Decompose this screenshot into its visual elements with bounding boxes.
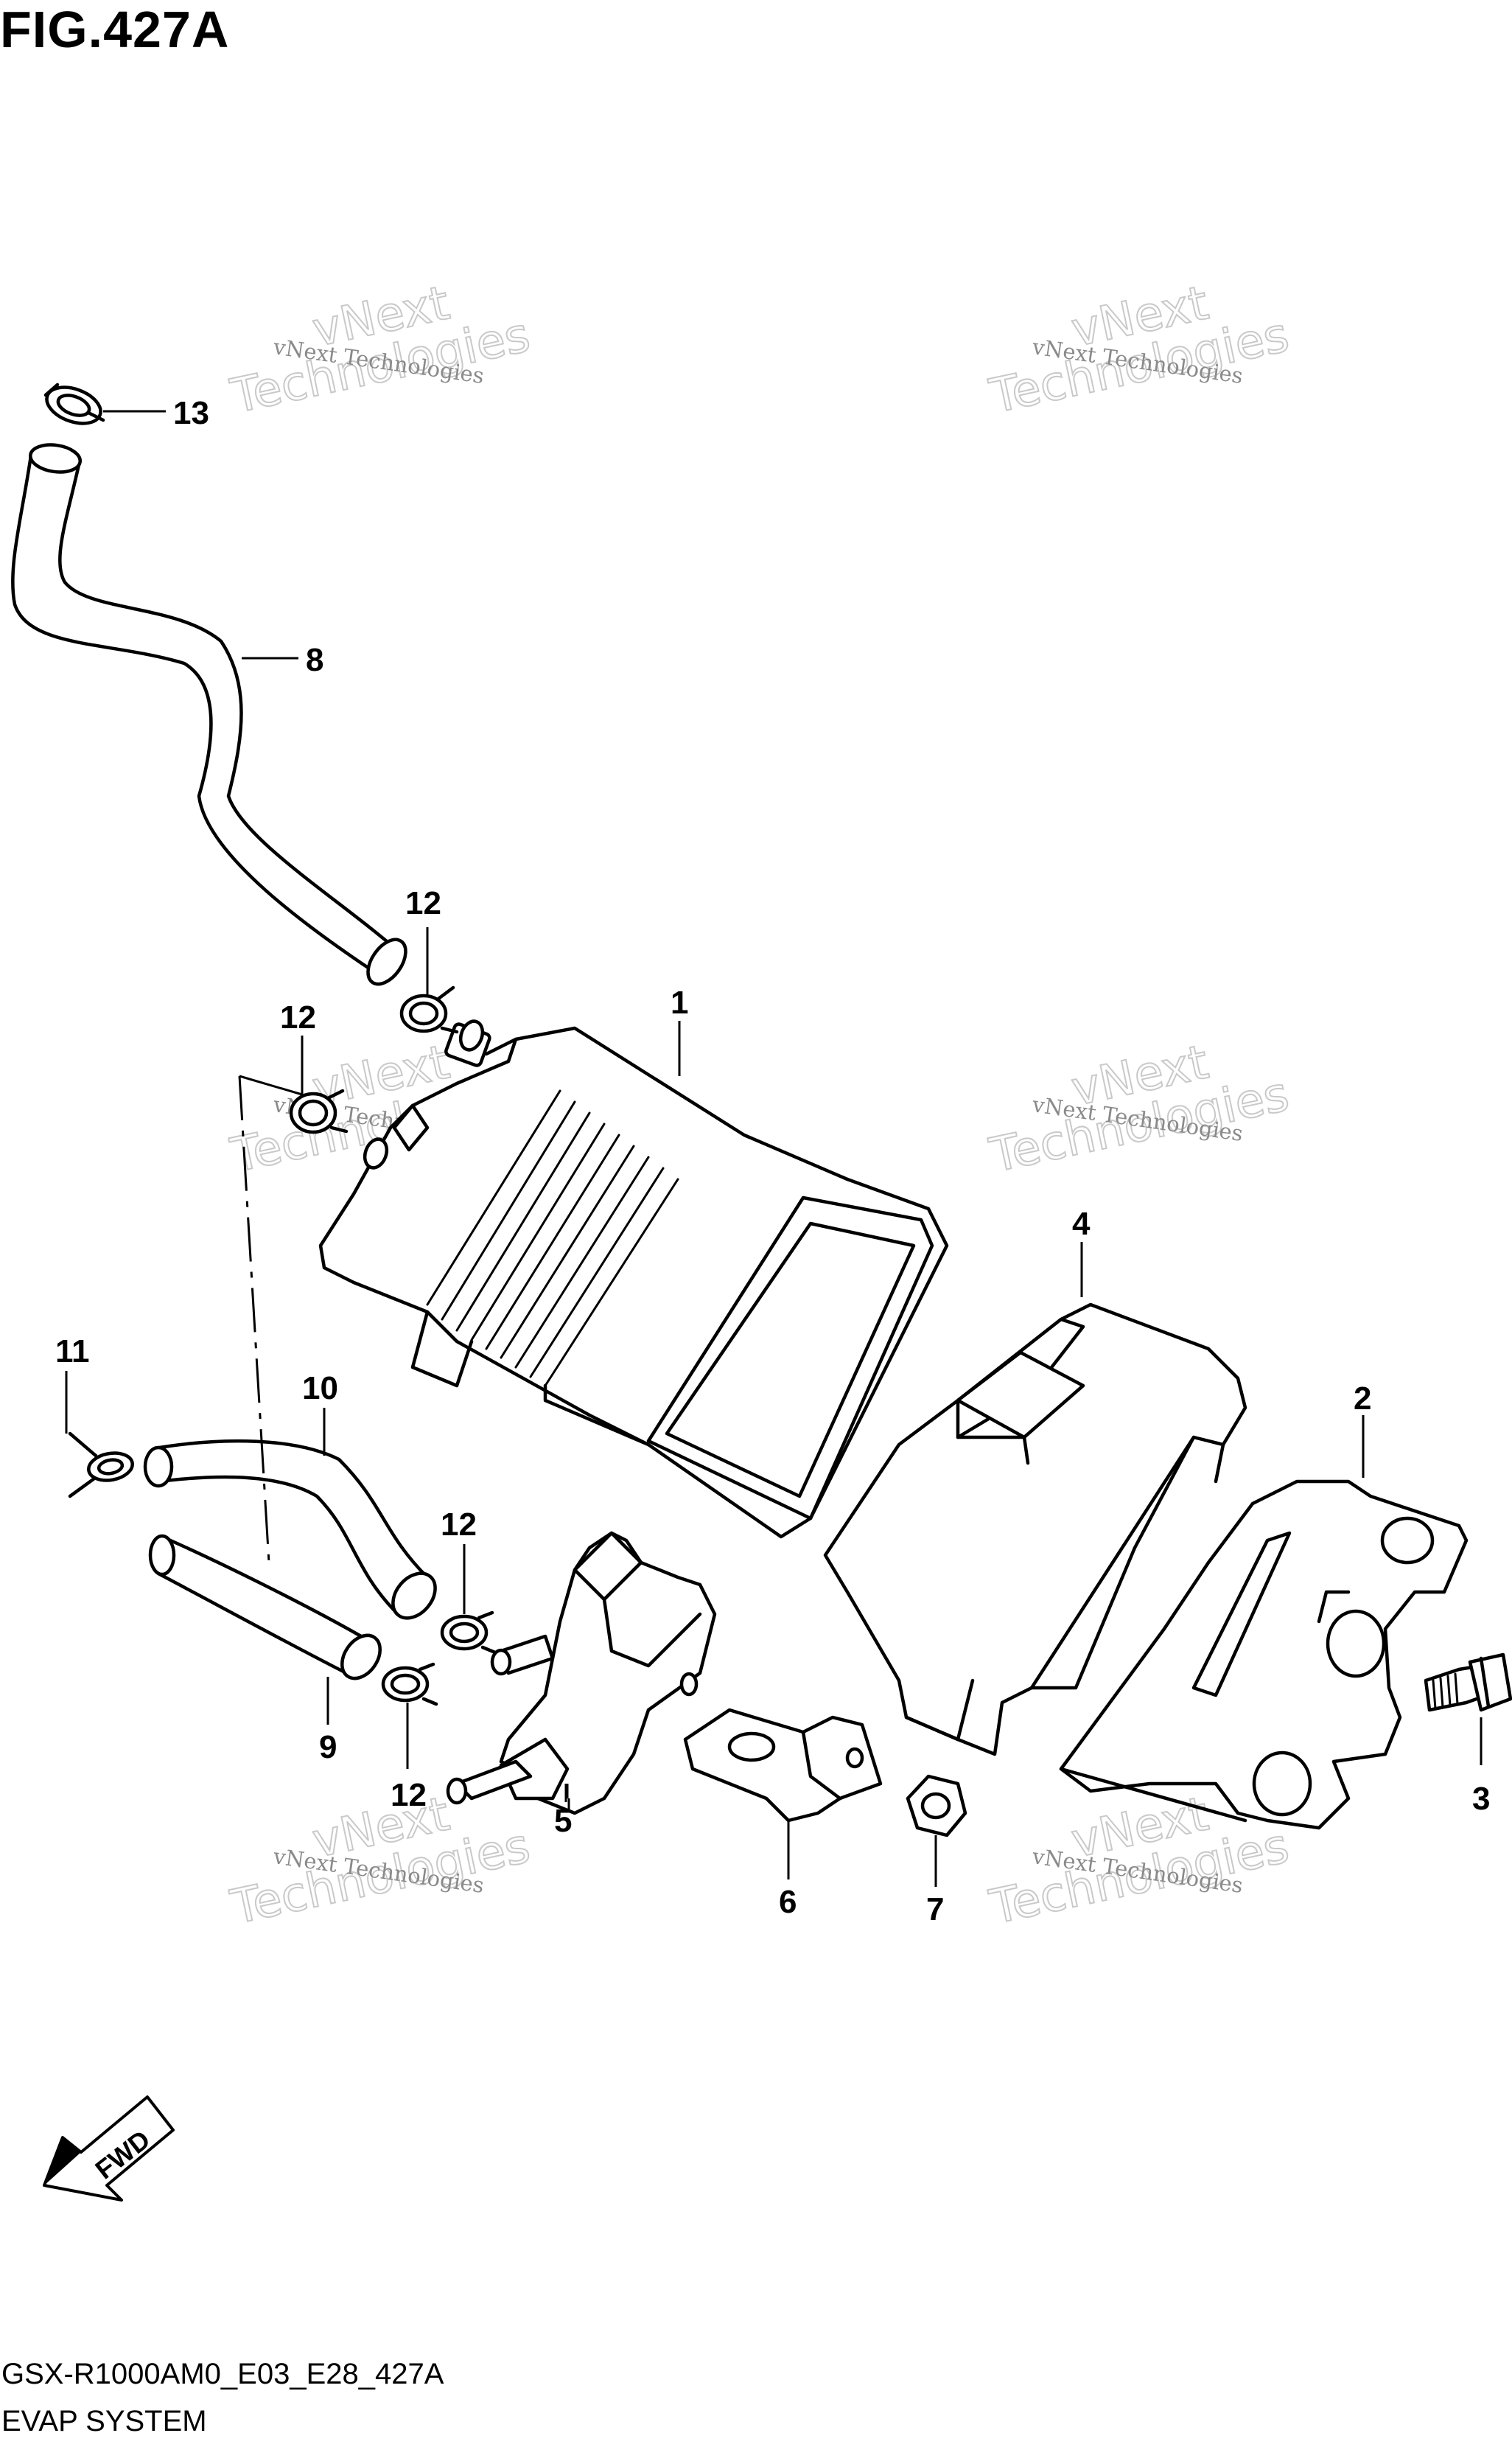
part-12-clamp-d	[381, 1662, 438, 1706]
callout-4: 4	[1072, 1206, 1091, 1242]
part-7-nut	[906, 1774, 967, 1837]
callout-12-left: 12	[280, 999, 316, 1036]
part-10-hose	[143, 1439, 437, 1620]
part-11-clip	[68, 1431, 134, 1498]
part-12-clamp-a	[399, 985, 459, 1034]
watermark-mid-right: Technologies vNext vNext Technologies	[984, 1034, 1295, 1184]
callout-12-bottom: 12	[391, 1777, 427, 1813]
fwd-arrow-icon: FWD	[43, 2095, 175, 2202]
callout-9: 9	[319, 1729, 337, 1765]
part-4-cover	[823, 1302, 1247, 1756]
leader-lines	[65, 410, 1483, 1887]
part-12-clamp-c	[440, 1610, 497, 1655]
figure-title: FIG.427A	[0, 1, 230, 58]
part-2-bracket	[1059, 1479, 1469, 1830]
watermark-top-left: Technologies vNext vNext Technologies	[225, 275, 536, 425]
part-9-hose	[148, 1534, 382, 1680]
assembly-axis-line	[238, 1075, 270, 1563]
callout-3: 3	[1472, 1781, 1490, 1817]
callout-12-top: 12	[405, 885, 441, 921]
part-13-clamp	[43, 383, 105, 425]
part-3-bolt	[1424, 1652, 1512, 1712]
callout-11: 11	[55, 1333, 90, 1369]
figure-name: EVAP SYSTEM	[1, 2405, 207, 2437]
part-6-plate	[683, 1708, 883, 1823]
callout-2: 2	[1354, 1380, 1371, 1417]
part-8-hose	[11, 443, 407, 986]
callout-6: 6	[779, 1884, 797, 1920]
assembly-axis-line-top	[239, 1075, 303, 1096]
callout-12-mid: 12	[441, 1507, 477, 1543]
figure-code: GSX-R1000AM0_E03_E28_427A	[1, 2358, 444, 2390]
part-5-valve	[446, 1531, 717, 1815]
callout-10: 10	[302, 1370, 338, 1406]
part-1-canister	[318, 1019, 949, 1539]
callout-5: 5	[554, 1803, 572, 1839]
callout-8: 8	[306, 642, 323, 678]
callout-1: 1	[671, 985, 688, 1021]
callout-7: 7	[926, 1891, 944, 1927]
watermark-top-right: Technologies vNext vNext Technologies	[984, 275, 1295, 425]
callout-13: 13	[173, 395, 209, 431]
part-12-clamp-b	[289, 1089, 349, 1134]
watermark-bottom-left: Technologies vNext vNext Technologies	[225, 1786, 536, 1935]
